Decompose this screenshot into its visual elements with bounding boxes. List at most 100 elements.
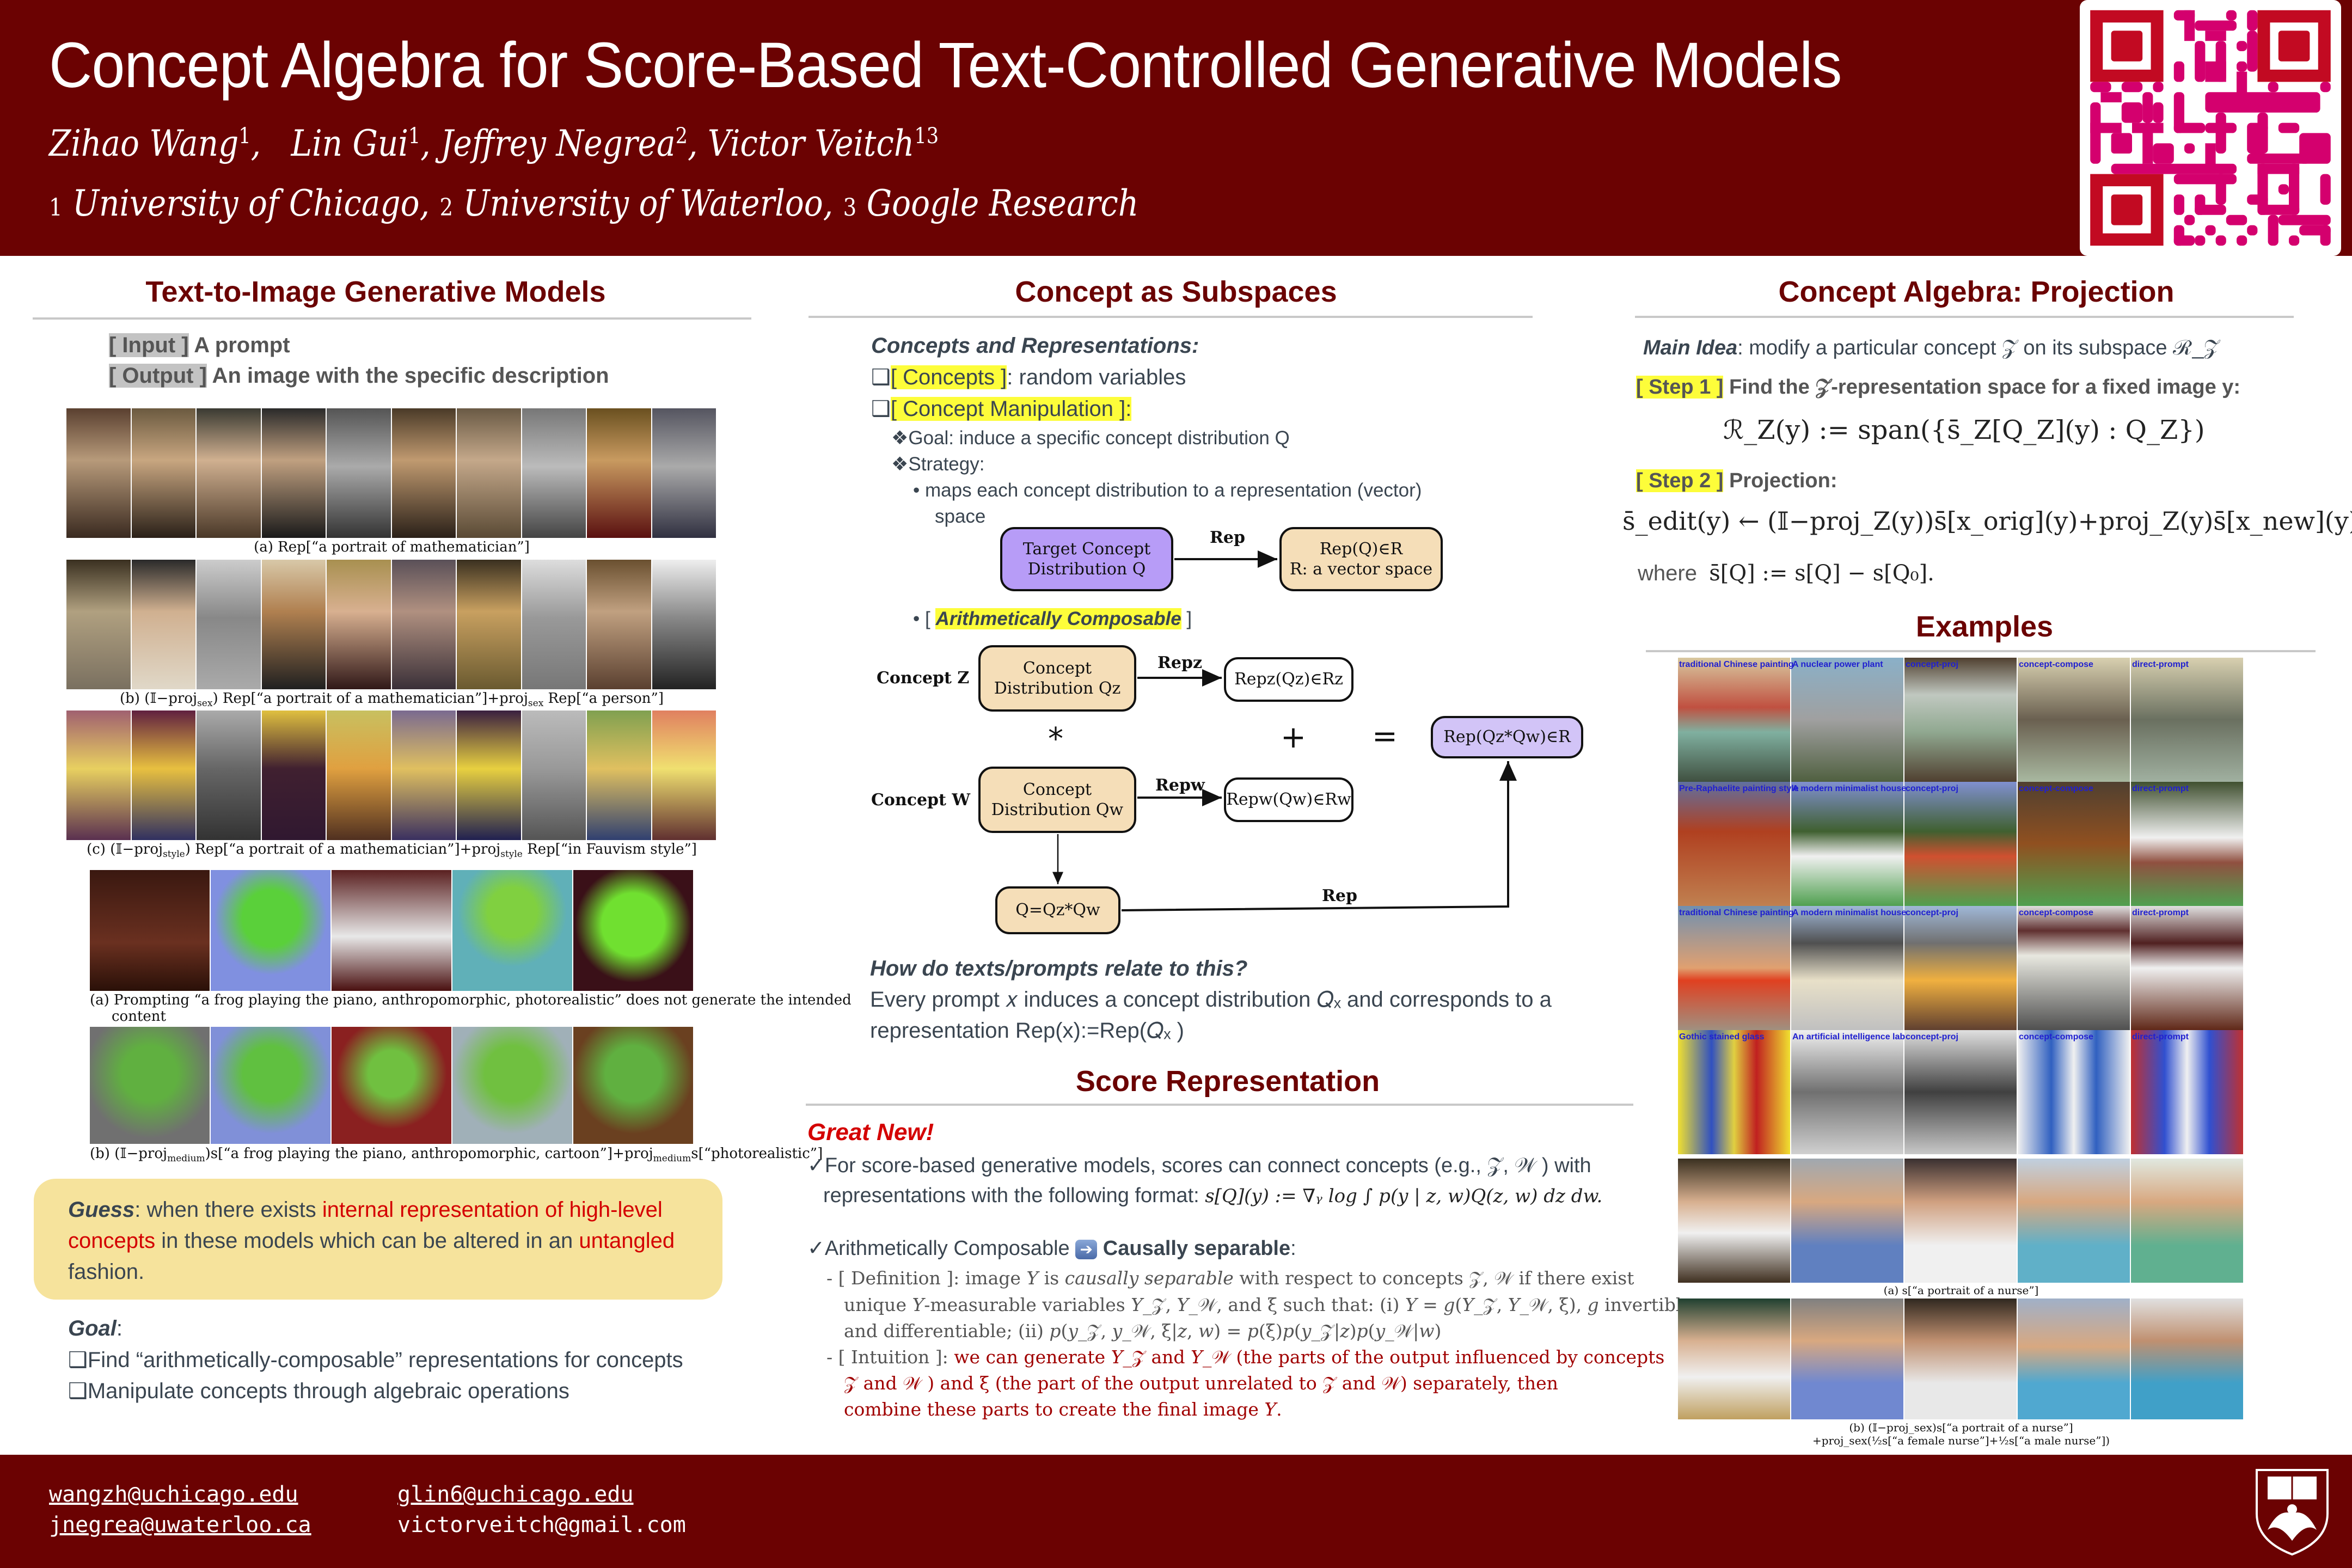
portrait-image (652, 560, 717, 689)
email-link[interactable]: wangzh@uchicago.edu (49, 1482, 298, 1507)
author-list: Zihao Wang1, Lin Gui1, Jeffrey Negrea2, … (49, 122, 939, 164)
example-label: traditional Chinese painting (1679, 908, 1794, 917)
divider (1646, 650, 2316, 652)
figure-mathematician-c (66, 710, 717, 840)
section-title-text-to-image: Text-to-Image Generative Models (145, 275, 606, 308)
example-image (1904, 1030, 2018, 1154)
portrait-image (131, 560, 197, 689)
example-image (1678, 782, 1791, 906)
concepts-item: ❑[ Concepts ]: random variables (871, 365, 1186, 389)
example-image (2018, 906, 2131, 1030)
portrait-image (261, 408, 327, 538)
example-image (1791, 906, 1904, 1030)
step1-line: [ Step 1 ] Find the 𝒵-representation spa… (1636, 376, 2241, 399)
example-image (1678, 906, 1791, 1030)
rep-bottom-label: Rep (1322, 886, 1357, 905)
email-link[interactable]: victorveitch@gmail.com (397, 1512, 686, 1538)
nurse-image (1791, 1159, 1904, 1283)
author: Lin Gui (291, 122, 408, 164)
example-image (1904, 658, 2018, 782)
example-label: traditional Chinese painting (1679, 660, 1794, 669)
qr-code-icon[interactable] (2080, 0, 2341, 256)
nurse-row-b (1678, 1298, 2244, 1419)
intuition-line-1: - [ Intuition ]: we can generate 𝑌_𝒵 and… (826, 1346, 1665, 1368)
frog-image (452, 870, 573, 991)
poster-header: Concept Algebra for Score-Based Text-Con… (0, 0, 2352, 256)
nurse-image (1904, 1159, 2018, 1283)
where-line: where s̄[Q] := s[Q] − s[Q₀]. (1638, 561, 1934, 586)
portrait-image (197, 710, 262, 840)
portrait-image (131, 710, 197, 840)
example-image (1904, 782, 2018, 906)
score-line-1: ✓For score-based generative models, scor… (807, 1154, 1591, 1177)
affiliation: University of Chicago, (72, 182, 430, 224)
goal-heading: Goal: (68, 1316, 123, 1340)
nurse-image (1678, 1159, 1791, 1283)
divider (806, 1104, 1633, 1106)
example-label: concept-proj (1906, 660, 1958, 669)
portrait-image (391, 710, 457, 840)
frog-image (332, 1027, 452, 1144)
portrait-image (587, 560, 652, 689)
guess-line-3: fashion. (68, 1260, 145, 1284)
example-label: direct-prompt (2132, 908, 2189, 917)
university-crest-icon (2251, 1465, 2333, 1557)
portrait-image (327, 560, 392, 689)
portrait-image (522, 560, 587, 689)
example-image (1678, 1030, 1791, 1154)
divider (33, 317, 751, 320)
example-row (1678, 782, 2244, 906)
repz-box: Repz(Qz)∈Rz (1224, 657, 1353, 702)
poster-footer (0, 1455, 2352, 1568)
nurse-image (2018, 1298, 2131, 1419)
example-label: concept-compose (2019, 784, 2093, 793)
frog-image (90, 1027, 211, 1144)
figure-caption: (b) (𝕀−projmedium)s[“a frog playing the … (90, 1146, 823, 1165)
nurse-image (2131, 1159, 2244, 1283)
example-label: concept-compose (2019, 660, 2093, 669)
definition-line-2: unique 𝑌-measurable variables 𝑌_𝒵, 𝑌_𝒲, … (844, 1294, 1692, 1315)
frog-image (90, 870, 211, 991)
portrait-image (652, 408, 717, 538)
concept-w-label: Concept W (871, 791, 971, 810)
frog-image (211, 1027, 332, 1144)
causal-line: ✓Arithmetically Composable ➔ Causally se… (807, 1237, 1296, 1260)
example-label: direct-prompt (2132, 660, 2189, 669)
prompts-answer-2: representation Rep(x):=Rep(𝑄ₓ ) (870, 1019, 1184, 1043)
concept-z-label: Concept Z (877, 669, 970, 688)
author: Victor Veitch (707, 122, 915, 164)
example-image (1678, 658, 1791, 782)
goal-item: ❑Find “arithmetically-composable” repres… (68, 1348, 683, 1372)
example-image (1791, 658, 1904, 782)
frog-image (211, 870, 332, 991)
repz-arrow-label: Repz (1157, 653, 1203, 672)
email-link[interactable]: jnegrea@uwaterloo.ca (49, 1512, 311, 1538)
step1-formula: ℛ_Z(y) := span({s̄_Z[Q_Z](y) : Q_Z}) (1723, 415, 2205, 445)
affiliation-list: 1 University of Chicago, 2 University of… (49, 182, 1139, 224)
portrait-image (66, 408, 132, 538)
frog-image (332, 870, 452, 991)
strategy-bullet-cont: space (935, 506, 986, 527)
example-label: concept-proj (1906, 784, 1958, 793)
section-title-projection: Concept Algebra: Projection (1778, 275, 2175, 308)
portrait-image (391, 408, 457, 538)
portrait-image (652, 710, 717, 840)
frog-image (573, 870, 694, 991)
figure-mathematician-b (66, 560, 717, 689)
example-image (1904, 906, 2018, 1030)
score-line-2: representations with the following forma… (823, 1184, 1603, 1207)
figure-caption: (c) (𝕀−projstyle) Rep[“a portrait of a m… (87, 841, 697, 860)
figure-caption: content (112, 1008, 166, 1025)
nurse-caption-b1: (b) (𝕀−proj_sex)s[“a portrait of a nurse… (1849, 1421, 2073, 1434)
example-image (2018, 658, 2131, 782)
portrait-image (522, 710, 587, 840)
star-operator: * (1048, 721, 1063, 757)
email-link[interactable]: glin6@uchicago.edu (397, 1482, 634, 1507)
score-formula: s[Q](y) := ∇ᵧ log ∫ p(y | z, w)Q(z, w) d… (1205, 1185, 1603, 1207)
portrait-image (261, 560, 327, 689)
example-image (1791, 1030, 1904, 1154)
section-title-score-representation: Score Representation (1075, 1065, 1380, 1098)
figure-caption: (a) Prompting “a frog playing the piano,… (90, 992, 852, 1008)
